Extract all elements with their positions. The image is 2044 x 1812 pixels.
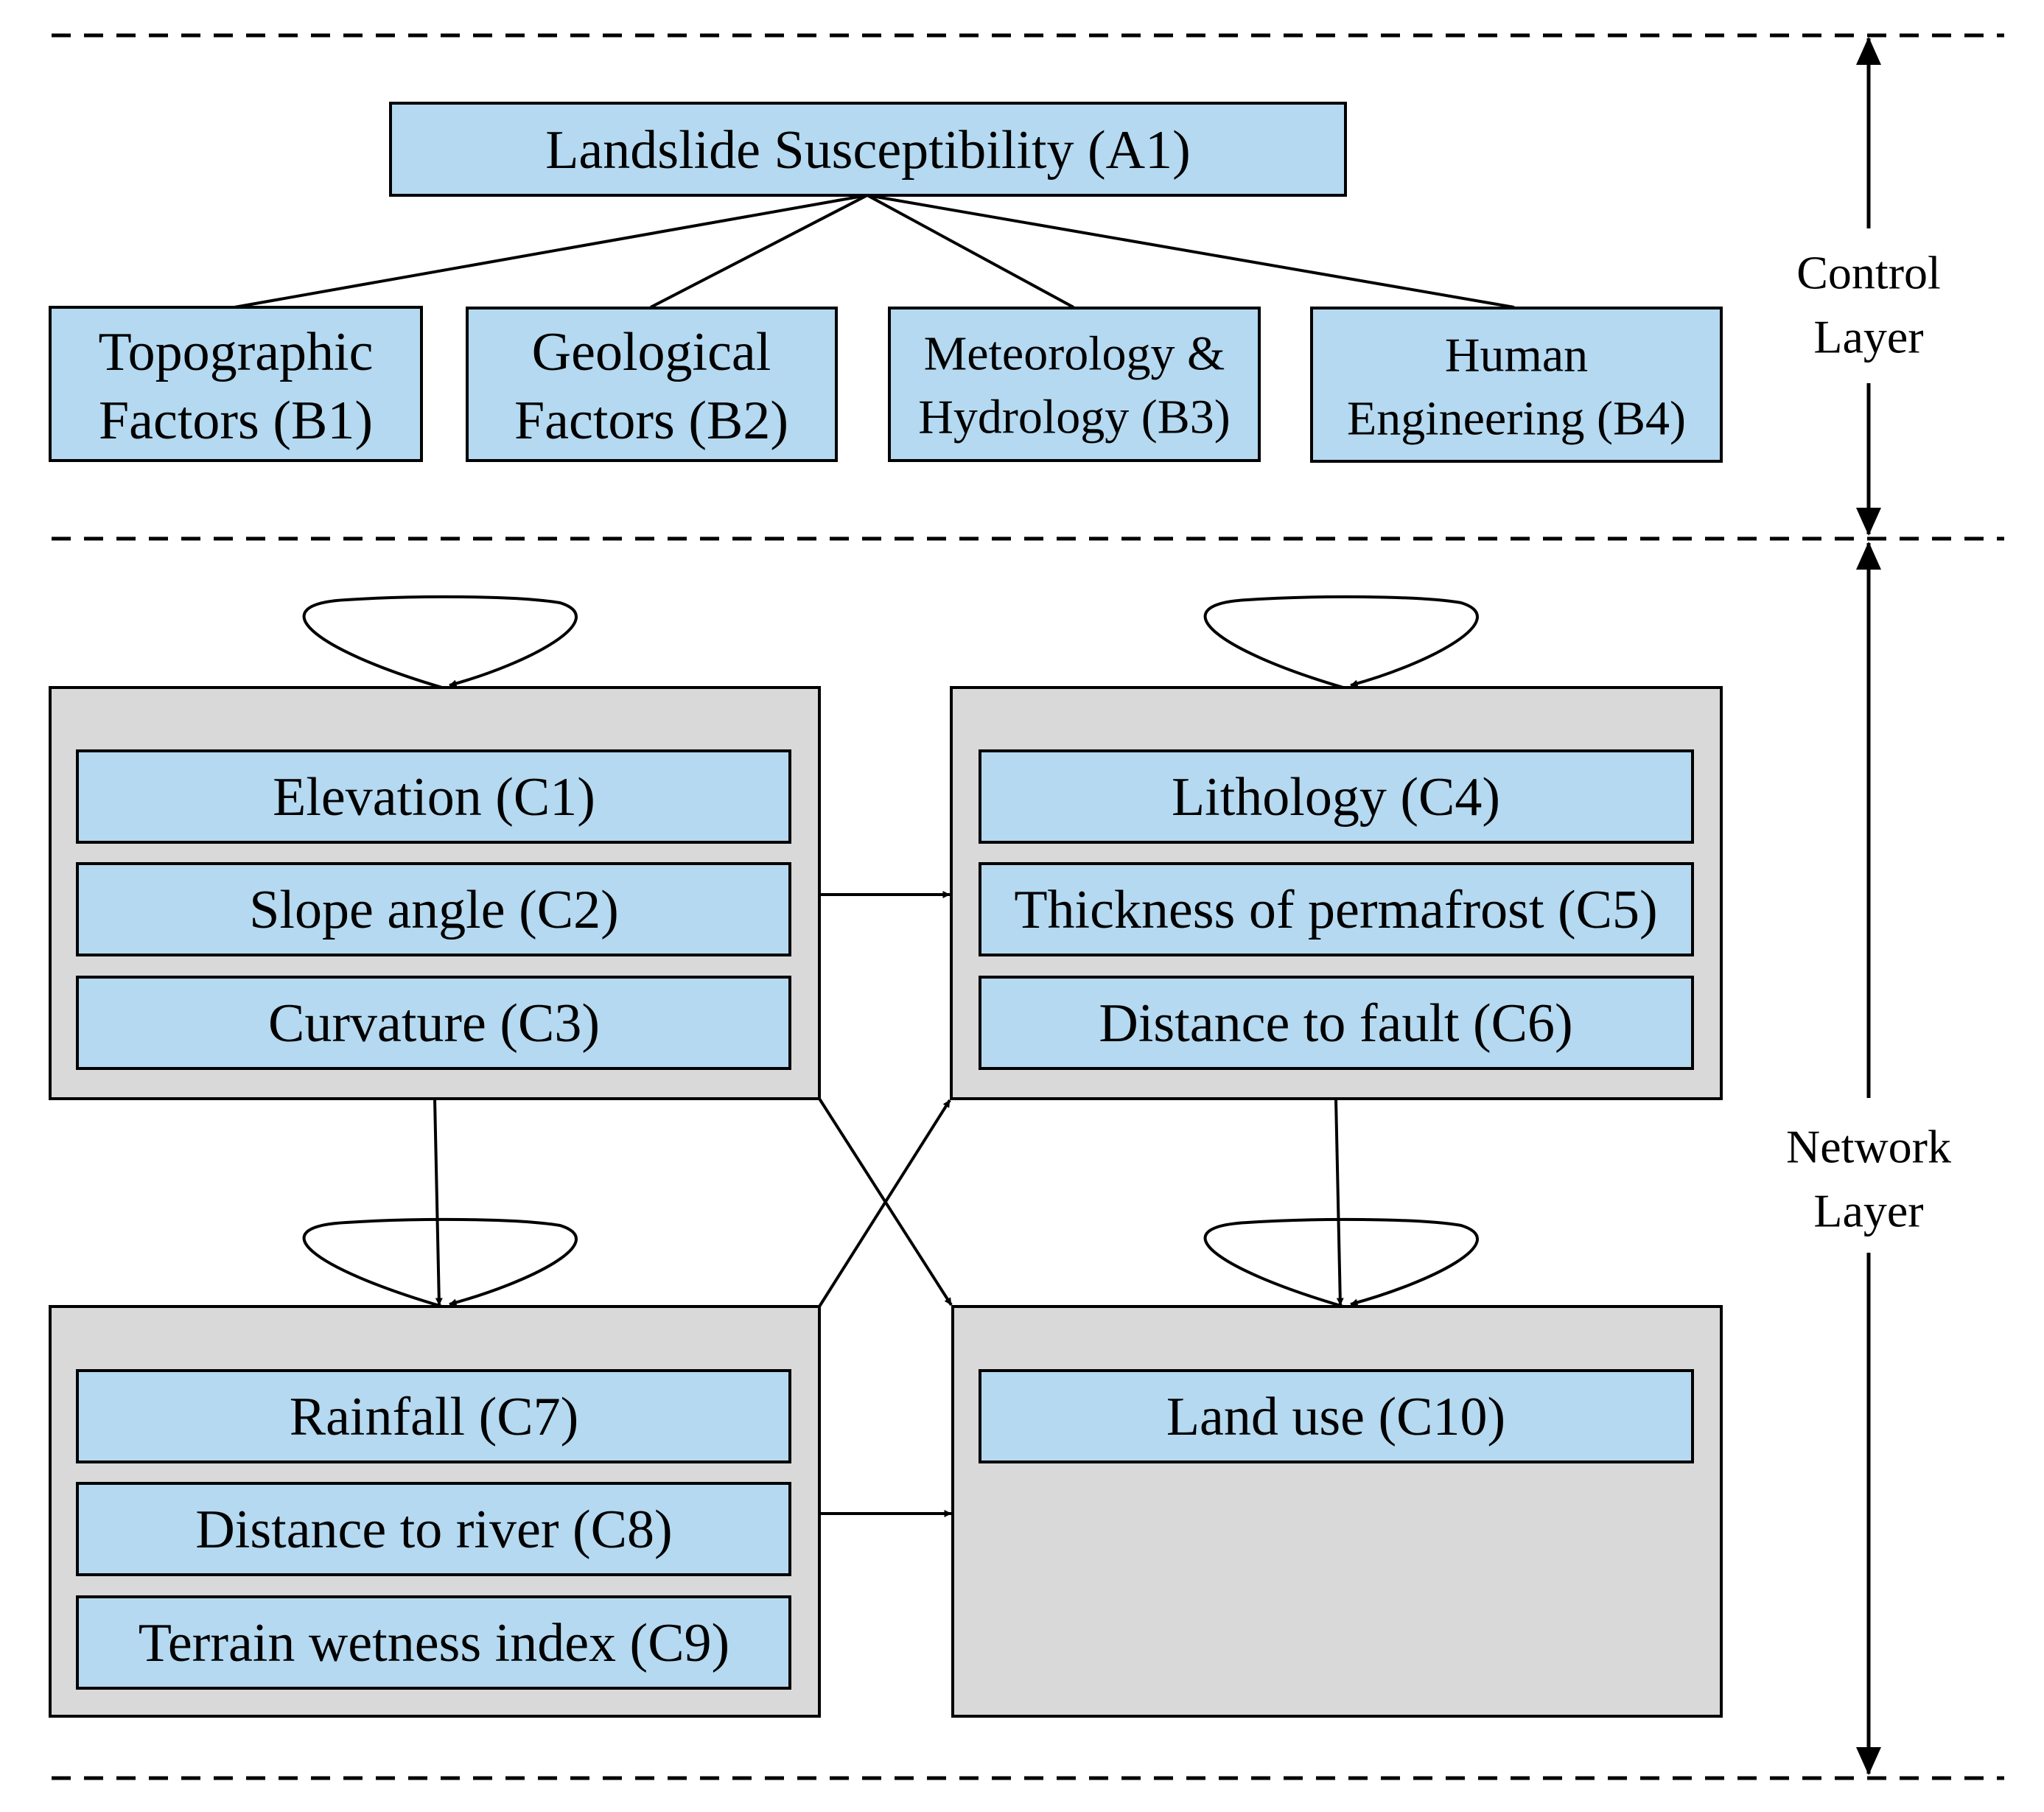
criterion-node-box — [49, 306, 423, 462]
criterion-node-b3: Meteorology & Hydrology (B3) — [888, 307, 1261, 462]
criterion-node-box — [466, 307, 838, 462]
element-label-c7: Rainfall (C7) — [290, 1387, 579, 1447]
arrow-geological-to-human — [1334, 1098, 1344, 1306]
criterion-node-b4: Human Engineering (B4) — [1310, 307, 1723, 463]
element-label-c6: Distance to fault (C6) — [1099, 993, 1572, 1054]
element-node-box-c2 — [76, 862, 791, 956]
goal-node-box — [389, 102, 1347, 197]
network-layer-label-line2: Layer — [1813, 1185, 1923, 1237]
element-node-box-c9 — [76, 1595, 791, 1690]
self-loop-geological — [1203, 595, 1479, 689]
goal-node: Landslide Susceptibility (A1) — [389, 102, 1347, 197]
self-loop-human — [1203, 1217, 1479, 1308]
goal-to-b4-connector — [867, 194, 1515, 309]
element-node-box-c5 — [979, 862, 1694, 956]
criterion-node-box — [1310, 307, 1723, 463]
element-node-box-c10 — [979, 1369, 1694, 1463]
element-node-box-c1 — [76, 749, 791, 844]
network-layer-label-line1: Network — [1786, 1121, 1951, 1173]
element-node-box-c8 — [76, 1482, 791, 1576]
element-node-box-c6 — [979, 976, 1694, 1070]
criterion-label-line2: Factors (B1) — [99, 391, 373, 451]
goal-to-b2-connector — [650, 194, 868, 309]
cluster-human-box — [951, 1305, 1723, 1718]
element-node-box-c3 — [76, 976, 791, 1070]
criterion-label-line1: Geological — [532, 322, 771, 382]
criterion-label-line1: Human — [1445, 329, 1588, 382]
element-label-c8: Distance to river (C8) — [195, 1500, 672, 1560]
element-label-c10: Land use (C10) — [1166, 1387, 1505, 1447]
element-node-box-c4 — [979, 749, 1694, 844]
element-node-box-c7 — [76, 1369, 791, 1463]
criterion-label-line1: Meteorology & — [924, 327, 1225, 381]
goal-node-label: Landslide Susceptibility (A1) — [545, 120, 1191, 181]
element-label-c2: Slope angle (C2) — [249, 880, 618, 940]
self-loop-hydrology — [302, 1217, 578, 1308]
criterion-label-line2: Engineering (B4) — [1347, 392, 1686, 446]
goal-to-b3-connector — [867, 194, 1074, 309]
criterion-label-line2: Factors (B2) — [514, 391, 788, 451]
element-label-c3: Curvature (C3) — [268, 993, 600, 1054]
control-layer-label-line2: Layer — [1813, 311, 1923, 363]
criterion-label-line1: Topographic — [99, 322, 374, 382]
criterion-node-b2: Geological Factors (B2) — [466, 307, 838, 462]
element-label-c5: Thickness of permafrost (C5) — [1014, 880, 1657, 940]
element-label-c4: Lithology (C4) — [1172, 767, 1500, 828]
control-layer-arrowhead-down — [1856, 508, 1881, 536]
arrow-topographic-to-hydrology — [433, 1098, 443, 1306]
element-label-c9: Terrain wetness index (C9) — [139, 1613, 729, 1673]
criterion-node-b1: Topographic Factors (B1) — [49, 306, 423, 462]
control-layer-arrowhead-up — [1856, 37, 1881, 65]
self-loop-topographic — [302, 595, 578, 689]
network-layer-arrowhead-up — [1856, 542, 1881, 570]
arrow-hydrology-to-geological — [818, 1099, 951, 1308]
control-layer-label-line1: Control — [1796, 247, 1941, 299]
element-label-c1: Elevation (C1) — [273, 767, 595, 828]
network-layer-arrowhead-down — [1856, 1747, 1881, 1775]
goal-to-b1-connector — [234, 194, 868, 309]
criterion-node-box — [888, 307, 1261, 462]
criterion-label-line2: Hydrology (B3) — [918, 391, 1230, 444]
